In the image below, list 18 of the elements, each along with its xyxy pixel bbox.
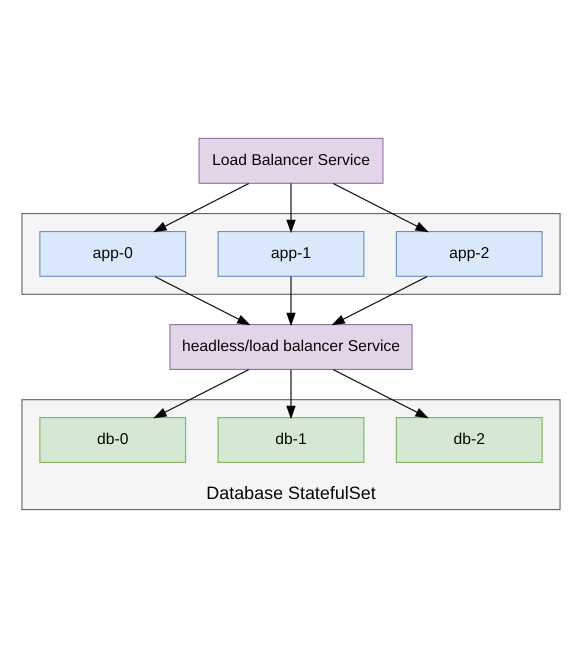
arrow	[286, 184, 296, 234]
node-box: db-2	[396, 417, 543, 464]
node-box: headless/load balancer Service	[169, 324, 413, 370]
node-box: app-0	[39, 230, 186, 277]
arrow	[286, 276, 296, 326]
arrow	[153, 369, 250, 418]
arrow	[331, 276, 428, 326]
node-box: db-1	[218, 417, 364, 464]
node-box: app-2	[396, 230, 543, 277]
arrow	[154, 276, 251, 326]
cluster	[21, 213, 561, 295]
node-box: Load Balancer Service	[198, 138, 384, 184]
arrow	[332, 369, 429, 418]
node-box: db-0	[39, 417, 186, 464]
node-box: app-1	[218, 230, 364, 277]
arrow	[332, 183, 429, 232]
arrow	[153, 183, 250, 232]
arrow	[286, 370, 296, 420]
